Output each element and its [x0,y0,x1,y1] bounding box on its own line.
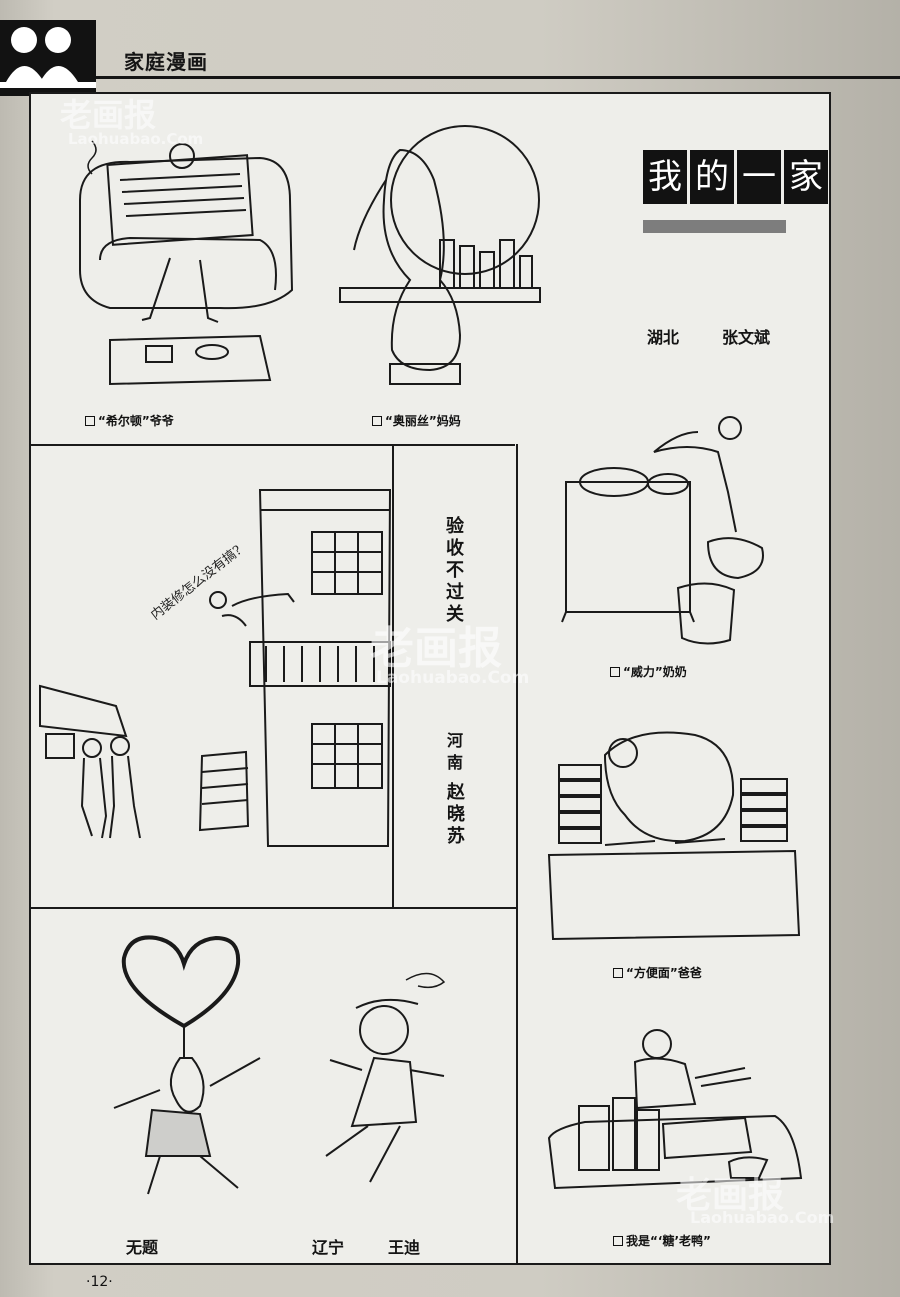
divider-top-row [29,444,515,446]
comic2-author: 赵晓苏 [444,782,465,848]
comic2-region: 河南 [444,732,463,776]
column-logo [0,20,96,96]
section-title: 家庭漫画 [124,50,208,74]
caption-me: 我是“‘糖’老鸭” [613,1232,711,1249]
divider-right-column [516,444,518,1265]
heart-noose-illustration [100,930,460,1210]
family-logo-icon [0,27,96,88]
watermark-url-middle: Laohuabao.Com [376,668,530,688]
page-number: ·12· [86,1274,113,1290]
divider-middle-row [29,907,518,909]
divider-title-column [392,444,394,907]
grandma-washing-illustration [558,412,778,652]
comic2-title: 验收不过关 [443,516,464,626]
mom-mirror-illustration [330,120,550,390]
series-title-char-1: 我 [643,150,687,204]
caption-grandpa: “希尔顿”爷爷 [85,412,174,429]
series-title: 我 的 一 家 [643,150,828,204]
comic3-region: 辽宁 [312,1238,345,1257]
caption-grandma: “威力”奶奶 [610,663,687,680]
caption-dad: “方便面”爸爸 [613,964,702,981]
dad-noodles-illustration [545,725,805,945]
grandpa-reading-illustration [70,140,300,390]
header-rule [96,76,900,79]
me-candy-illustration [545,1028,805,1208]
watermark-brand-top: 老画报 [60,96,157,134]
watermark-brand-middle: 老画报 [370,623,502,674]
caption-mom: “奥丽丝”妈妈 [372,412,461,429]
watermark-brand-bottom: 老画报 [676,1175,785,1216]
building-inspection-illustration [36,486,392,856]
series-title-bar [643,220,786,233]
series-author-region: 湖北 [647,328,680,347]
watermark-url-bottom: Laohuabao.Com [690,1208,835,1227]
series-title-char-2: 的 [690,150,734,204]
comic3-author: 王迪 [388,1238,421,1257]
comic3-title: 无题 [126,1238,159,1257]
series-title-char-3: 一 [737,150,781,204]
series-author-name: 张文斌 [722,328,771,347]
series-title-char-4: 家 [784,150,828,204]
watermark-url-top: Laohuabao.Com [68,130,204,148]
